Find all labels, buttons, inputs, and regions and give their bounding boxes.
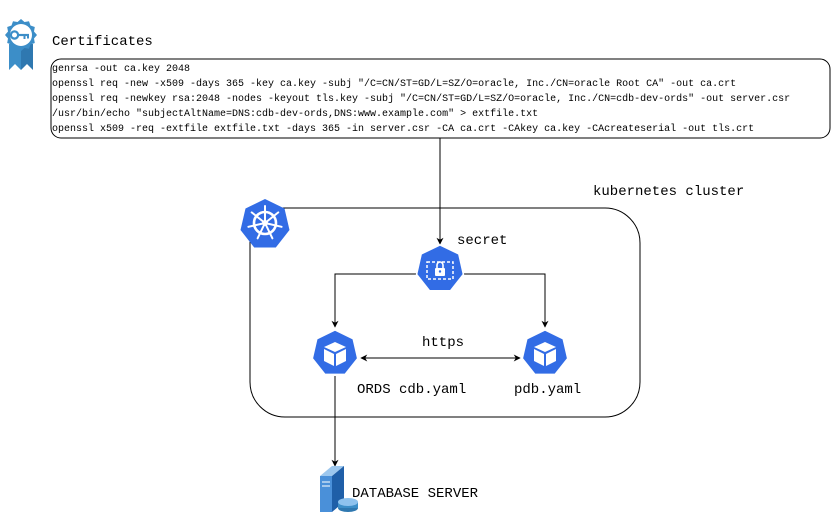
command-line: openssl req -new -x509 -days 365 -key ca…	[52, 79, 737, 90]
secret-to-ords-arrow	[331, 273, 416, 328]
command-line: openssl x509 -req -extfile extfile.txt -…	[52, 124, 755, 135]
command-line: /usr/bin/echo "subjectAltName=DNS:cdb-de…	[52, 109, 539, 120]
certificates-title: Certificates	[52, 34, 153, 50]
command-line: openssl req -newkey rsa:2048 -nodes -key…	[52, 94, 791, 105]
database-server-icon	[320, 466, 358, 512]
https-label: https	[422, 335, 465, 351]
pdb-label: pdb.yaml	[514, 382, 582, 398]
cluster-label: kubernetes cluster	[593, 184, 745, 200]
secret-label: secret	[457, 233, 508, 249]
command-line: genrsa -out ca.key 2048	[52, 64, 191, 75]
k8s-secret-icon	[415, 244, 465, 292]
ords-pod-icon	[311, 329, 359, 376]
ords-label: ORDS cdb.yaml	[357, 382, 467, 398]
kubernetes-helm-icon	[240, 199, 290, 248]
pdb-pod-icon	[521, 329, 569, 376]
database-label: DATABASE SERVER	[352, 486, 479, 502]
certificate-badge-icon	[5, 19, 37, 70]
secret-to-pdb-arrow	[464, 273, 549, 328]
